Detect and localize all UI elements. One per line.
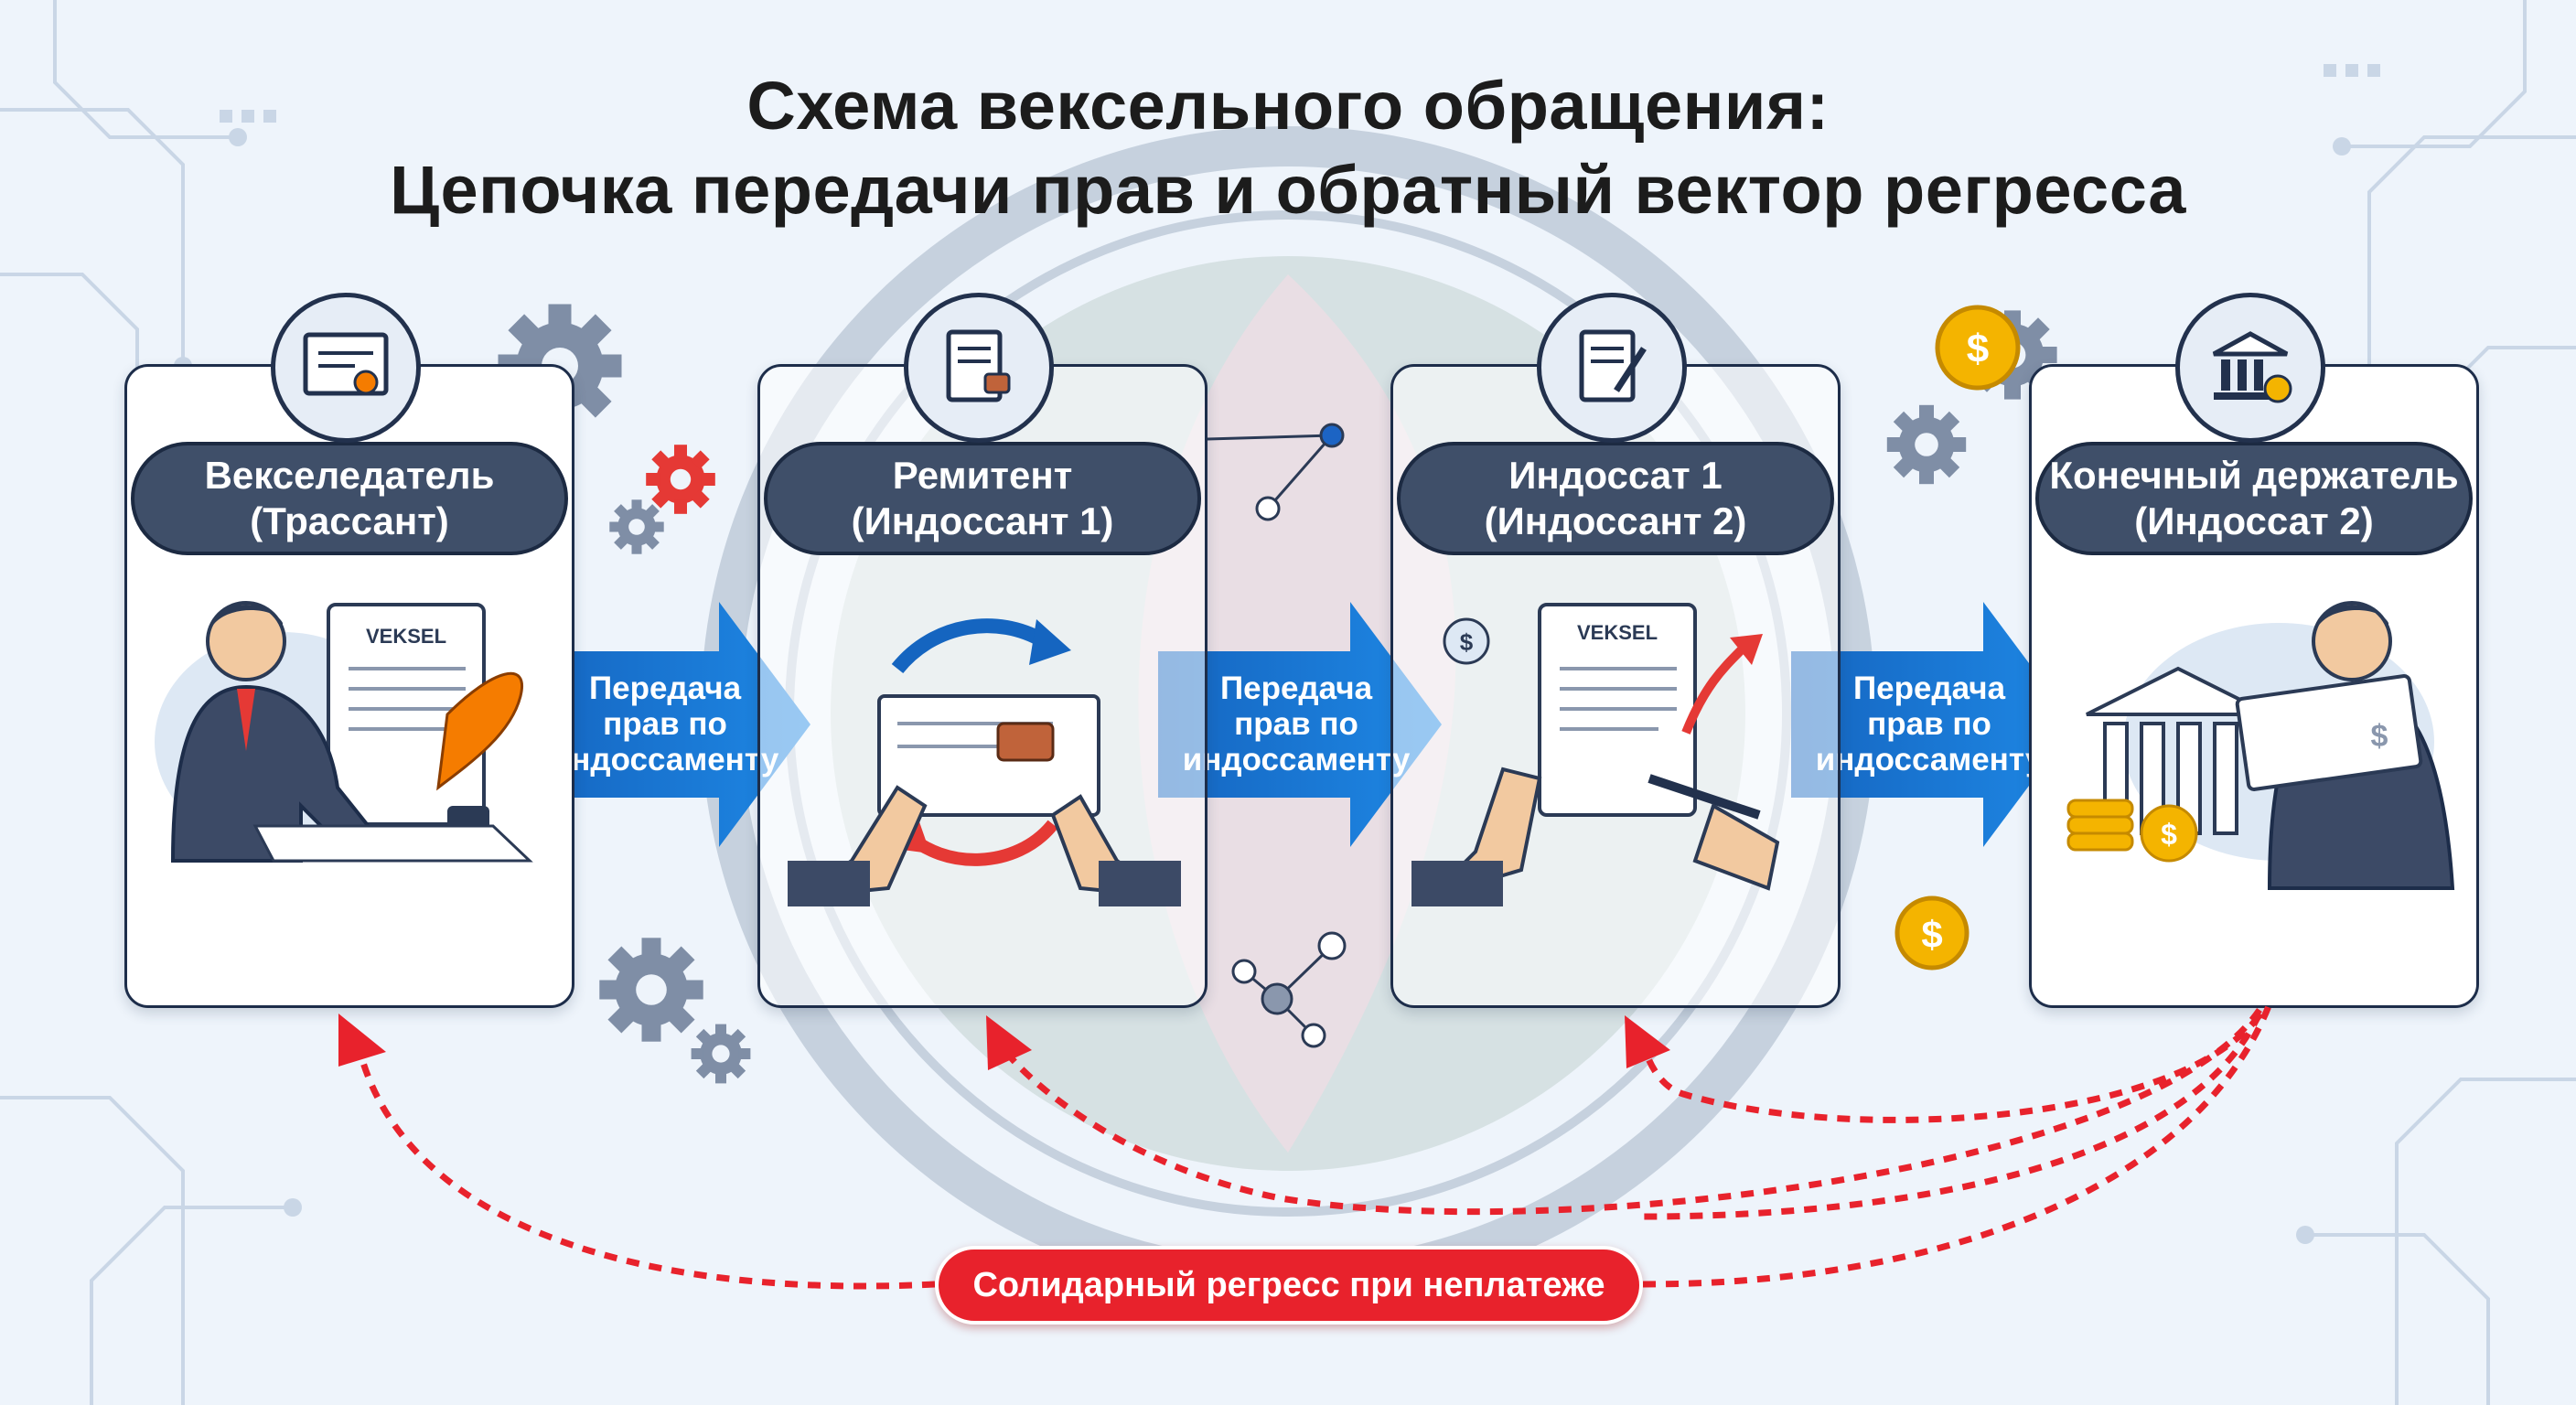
page-title: Схема вексельного обращения: Цепочка пер… [0,64,2576,232]
title-line-1: Схема вексельного обращения: [746,68,1830,144]
svg-text:$: $ [2161,818,2177,851]
remitent-stamping-illustration [788,618,1181,906]
drawer-signing-illustration: VEKSEL [155,601,533,863]
stamp-document-icon [904,293,1054,443]
title-line-2: Цепочка передачи прав и обратный вектор … [390,152,2186,228]
certificate-icon [271,293,421,443]
role-label: Конечный держатель(Индоссат 2) [2035,442,2473,555]
role-label: Векселедатель(Трассант) [131,442,568,555]
svg-text:$: $ [2371,719,2388,754]
role-label: Индоссат 1(Индоссант 2) [1397,442,1834,555]
coin-icon: $ [1935,305,2021,391]
participant-card-drawer: Векселедатель(Трассант) VEKSEL [124,364,574,1008]
solidary-regress-badge: Солидарный регресс при неплатеже [935,1246,1643,1325]
holder-bank-illustration: $ $ [2066,601,2455,890]
endorsee-signing-illustration: $ VEKSEL [1411,603,1780,906]
transfer-arrow-3 [1791,602,2075,847]
signing-document-icon [1537,293,1687,443]
svg-text:$: $ [1921,913,1942,956]
svg-text:$: $ [1967,327,1989,371]
coin-icon: $ [1443,617,1490,665]
document-label: VEKSEL [1577,621,1658,644]
role-label: Ремитент(Индоссант 1) [764,442,1201,555]
coin-icon: $ [1894,896,1970,971]
participant-card-endorsee-1: Индоссат 1(Индоссант 2) $ VEKSEL [1390,364,1841,1008]
document-label: VEKSEL [366,625,446,648]
participant-card-remitent: Ремитент(Индоссант 1) [757,364,1208,1008]
participant-card-final-holder: Конечный держатель(Индоссат 2) $ $ [2029,364,2479,1008]
transfer-arrow-2 [1158,602,1442,847]
bank-icon [2175,293,2325,443]
transfer-arrow-1 [527,602,810,847]
svg-text:$: $ [1460,628,1474,656]
